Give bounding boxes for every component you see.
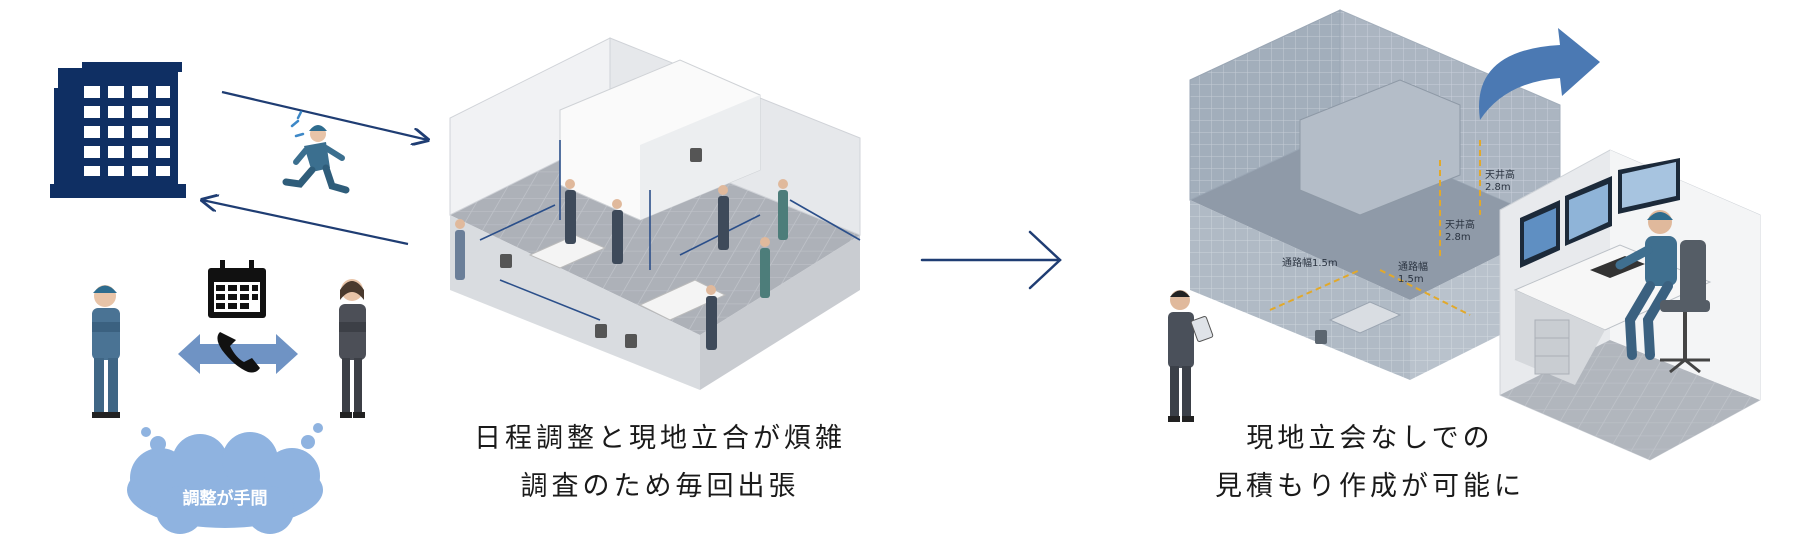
right-caption-line1: 現地立会なしでの — [1246, 423, 1494, 454]
two-way-arrow — [178, 334, 298, 374]
thought-cloud — [127, 423, 323, 534]
ceiling-height-value-b: 2.8m — [1445, 232, 1471, 243]
running-worker-icon — [282, 110, 350, 194]
remote-office-booth — [1499, 149, 1761, 461]
office-building-icon — [50, 62, 186, 198]
ceiling-height-label-b: 天井高 — [1445, 218, 1475, 231]
left-caption-line2: 調査のため毎回出張 — [520, 471, 800, 502]
travel-arrow-back — [202, 200, 409, 246]
office-staff-icon — [339, 279, 366, 418]
monitors-icon — [1520, 158, 1680, 268]
ceiling-height-value-a: 2.8m — [1485, 182, 1511, 193]
person-with-tablet-icon — [1168, 290, 1214, 422]
right-caption-line2: 見積もり作成が可能に — [1215, 471, 1525, 502]
curved-arrow-icon — [1479, 28, 1600, 120]
right-caption: 現地立会なしでの 見積もり作成が可能に — [1170, 415, 1570, 511]
process-arrow — [920, 230, 1062, 290]
ceiling-height-label-a: 天井高 — [1485, 168, 1515, 181]
travel-arrow-to-site — [221, 90, 428, 140]
corridor-width-value-b: 1.5m — [1398, 274, 1424, 285]
corridor-width-label-b: 通路幅 — [1398, 260, 1428, 273]
remote-worker-icon — [1615, 210, 1710, 374]
site-worker-icon — [92, 285, 120, 418]
calendar-icon — [208, 260, 266, 318]
corridor-width-label-a: 通路幅1.5m — [1282, 256, 1338, 269]
onsite-survey-room — [449, 37, 861, 390]
digital-twin-room: 天井高 2.8m 天井高 2.8m 通路幅1.5m 通路幅 1.5m — [1189, 9, 1561, 380]
left-caption: 日程調整と現地立合が煩雑 調査のため毎回出張 — [430, 415, 890, 511]
left-caption-line1: 日程調整と現地立合が煩雑 — [474, 423, 846, 454]
cloud-label: 調整が手間 — [182, 489, 268, 509]
phone-icon — [217, 332, 260, 373]
